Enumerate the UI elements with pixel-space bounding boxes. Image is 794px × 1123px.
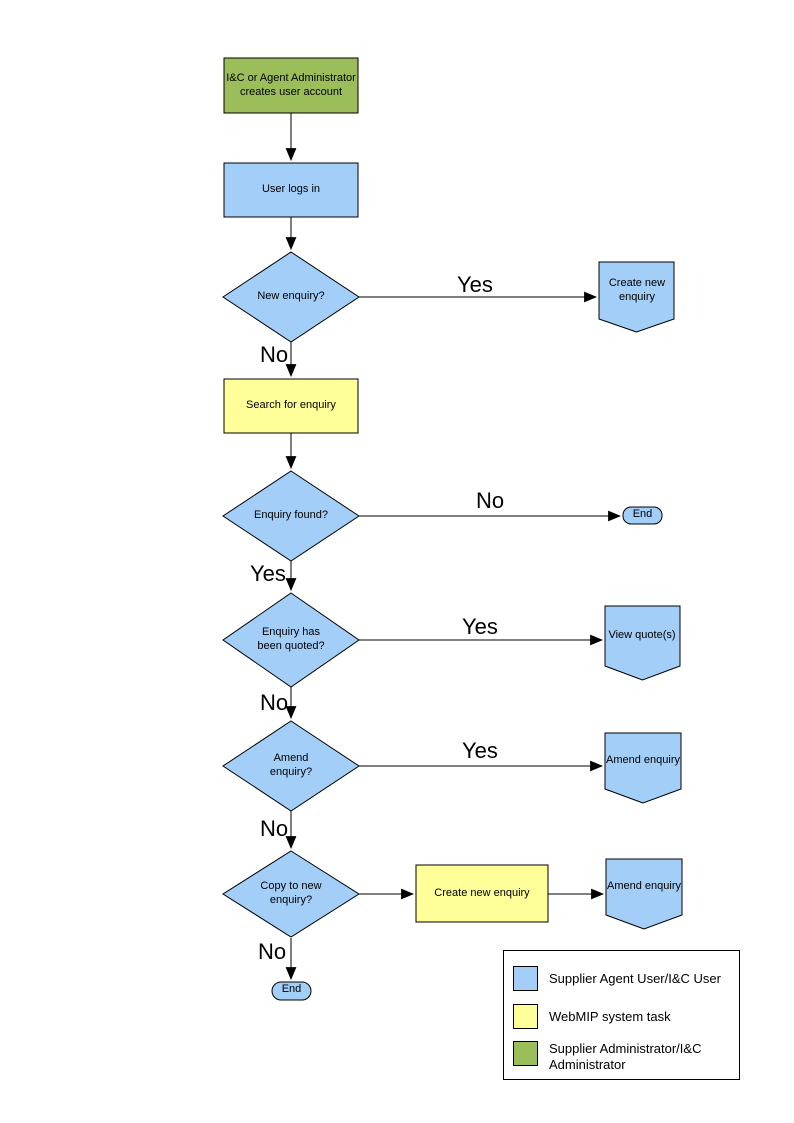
amend-enquiry-pentagon-1	[604, 732, 682, 804]
search-for-enquiry-box	[223, 378, 359, 434]
end-capsule-2	[271, 981, 312, 1001]
new-enquiry-no-label: No	[260, 342, 289, 367]
amend-enquiry-2-label: Amend enquiry	[607, 880, 681, 893]
amend-no-label: No	[260, 816, 289, 841]
legend-swatch-user	[513, 966, 538, 991]
legend-box: Supplier Agent User/I&C User WebMIP syst…	[503, 950, 740, 1080]
legend-label-admin: Supplier Administrator/I&C Administrator	[549, 1041, 702, 1072]
enquiry-quoted-label: Enquiry has been quoted?	[257, 626, 325, 652]
user-logs-in-label: User logs in	[261, 183, 321, 196]
new-enquiry-yes-label: Yes	[457, 272, 493, 297]
create-account-box	[223, 57, 359, 114]
enquiry-found-label: Enquiry found?	[254, 509, 328, 522]
amend-enquiry-pentagon-2	[605, 858, 683, 930]
found-no-label: No	[476, 488, 505, 513]
view-quotes-pentagon	[604, 605, 681, 681]
end-2-label: End	[281, 983, 302, 996]
create-new-enquiry-task-label: Create new enquiry	[434, 886, 530, 899]
create-new-enquiry-pentagon	[598, 261, 675, 333]
legend-swatch-system	[513, 1004, 538, 1029]
legend-swatch-admin	[513, 1041, 538, 1066]
copy-to-new-diamond	[222, 850, 360, 938]
copy-to-new-label: Copy to new enquiry?	[260, 880, 322, 906]
end-1-label: End	[632, 508, 653, 521]
copy-no-label: No	[258, 939, 287, 964]
amend-enquiry-1-label: Amend enquiry	[606, 754, 680, 767]
new-enquiry-diamond	[222, 251, 360, 343]
amend-enquiry-diamond	[222, 720, 360, 812]
legend-label-user: Supplier Agent User/I&C User	[549, 971, 721, 986]
connectors	[285, 113, 622, 981]
new-enquiry-label: New enquiry?	[257, 290, 325, 303]
search-for-enquiry-label: Search for enquiry	[246, 399, 336, 412]
quoted-yes-label: Yes	[462, 614, 498, 639]
view-quotes-label: View quote(s)	[608, 629, 676, 642]
enquiry-quoted-diamond	[222, 592, 360, 688]
create-new-enquiry-task-box	[415, 864, 549, 923]
user-logs-in-box	[223, 162, 359, 218]
amend-yes-label: Yes	[462, 738, 498, 763]
amend-enquiry-decision-label: Amend enquiry?	[269, 752, 313, 778]
create-new-enquiry-terminal-label: Create new enquiry	[608, 276, 666, 303]
enquiry-found-diamond	[222, 470, 360, 562]
legend-label-system: WebMIP system task	[549, 1009, 671, 1024]
found-yes-label: Yes	[250, 561, 286, 586]
quoted-no-label: No	[260, 690, 289, 715]
end-capsule-1	[622, 506, 663, 525]
create-account-label: I&C or Agent Administrator creates user …	[226, 71, 356, 98]
